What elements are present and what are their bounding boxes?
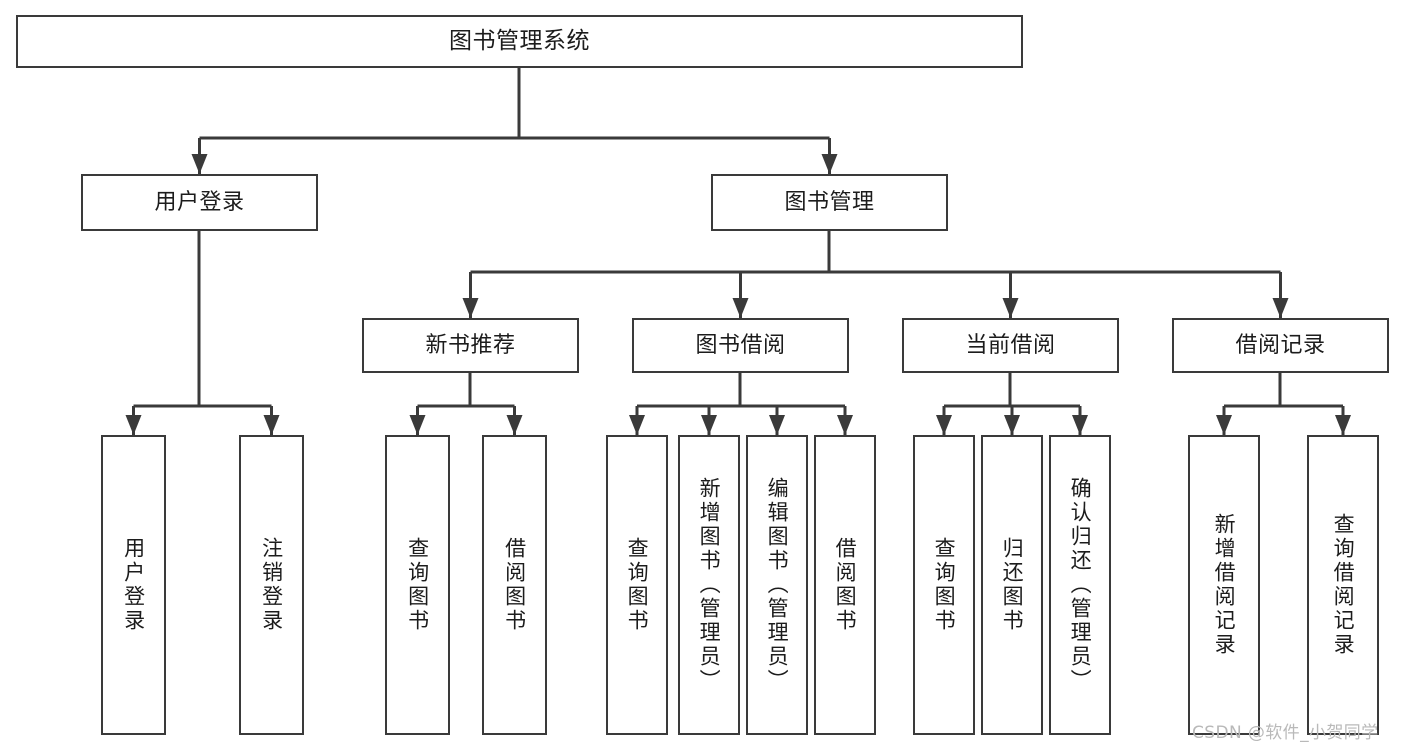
node-leaf-cur-return-book[interactable]: 归还图书 — [981, 435, 1043, 735]
arrow-head-leaf-user-logout — [263, 415, 280, 435]
arrow-head-leaf-cur-confirm-return — [1072, 415, 1088, 435]
node-label: 查询图书 — [405, 537, 430, 633]
node-label: 查询借阅记录 — [1331, 513, 1356, 657]
arrow-head-user-login — [191, 154, 208, 174]
node-label: 查询图书 — [932, 537, 957, 633]
arrow-head-leaf-user-login — [125, 415, 142, 435]
node-label: 用户登录 — [121, 537, 146, 633]
arrow-head-leaf-cur-return-book — [1004, 415, 1020, 435]
node-book-manage[interactable]: 图书管理 — [711, 174, 948, 231]
node-label: 图书借阅 — [695, 332, 786, 358]
node-label: 新增图书（管理员） — [697, 477, 722, 693]
node-current-borrow[interactable]: 当前借阅 — [902, 318, 1119, 373]
node-user-login[interactable]: 用户登录 — [81, 174, 318, 231]
node-label: 新增借阅记录 — [1212, 513, 1237, 657]
node-label: 用户登录 — [154, 189, 245, 215]
node-leaf-rec-query-book[interactable]: 查询图书 — [385, 435, 450, 735]
node-book-borrow[interactable]: 图书借阅 — [632, 318, 849, 373]
node-label: 确认归还（管理员） — [1068, 477, 1093, 693]
node-leaf-borrow-borrow-book[interactable]: 借阅图书 — [814, 435, 876, 735]
node-label: 借阅图书 — [502, 537, 527, 633]
arrow-head-leaf-rec-add-record — [1216, 415, 1232, 435]
arrow-head-leaf-borrow-query-book — [629, 415, 645, 435]
arrow-head-book-manage — [821, 154, 838, 174]
arrow-head-leaf-borrow-edit-book — [769, 415, 785, 435]
node-leaf-cur-confirm-return[interactable]: 确认归还（管理员） — [1049, 435, 1111, 735]
node-leaf-cur-query-book[interactable]: 查询图书 — [913, 435, 975, 735]
node-label: 归还图书 — [1000, 537, 1025, 633]
node-leaf-rec-add-record[interactable]: 新增借阅记录 — [1188, 435, 1260, 735]
node-label: 借阅图书 — [833, 537, 858, 633]
arrow-head-leaf-rec-borrow-book — [506, 415, 523, 435]
arrow-head-leaf-rec-query-record — [1335, 415, 1351, 435]
node-leaf-user-logout[interactable]: 注销登录 — [239, 435, 304, 735]
node-root[interactable]: 图书管理系统 — [16, 15, 1023, 68]
node-leaf-borrow-query-book[interactable]: 查询图书 — [606, 435, 668, 735]
node-new-book-rec[interactable]: 新书推荐 — [362, 318, 579, 373]
arrow-head-book-borrow — [732, 298, 749, 318]
arrow-head-leaf-borrow-add-book — [701, 415, 717, 435]
arrow-head-current-borrow — [1002, 298, 1019, 318]
node-leaf-rec-borrow-book[interactable]: 借阅图书 — [482, 435, 547, 735]
arrow-head-leaf-rec-query-book — [409, 415, 426, 435]
node-label: 图书管理系统 — [449, 28, 590, 55]
node-label: 注销登录 — [259, 537, 284, 633]
arrow-head-new-book-rec — [462, 298, 479, 318]
node-label: 新书推荐 — [425, 332, 516, 358]
node-borrow-record[interactable]: 借阅记录 — [1172, 318, 1389, 373]
node-label: 当前借阅 — [965, 332, 1056, 358]
node-label: 查询图书 — [625, 537, 650, 633]
node-label: 借阅记录 — [1235, 332, 1326, 358]
node-label: 编辑图书（管理员） — [765, 477, 790, 693]
arrow-head-borrow-record — [1272, 298, 1289, 318]
node-leaf-borrow-add-book[interactable]: 新增图书（管理员） — [678, 435, 740, 735]
node-label: 图书管理 — [784, 189, 875, 215]
arrow-head-leaf-cur-query-book — [936, 415, 952, 435]
node-leaf-user-login[interactable]: 用户登录 — [101, 435, 166, 735]
node-leaf-rec-query-record[interactable]: 查询借阅记录 — [1307, 435, 1379, 735]
arrow-head-leaf-borrow-borrow-book — [837, 415, 853, 435]
node-leaf-borrow-edit-book[interactable]: 编辑图书（管理员） — [746, 435, 808, 735]
